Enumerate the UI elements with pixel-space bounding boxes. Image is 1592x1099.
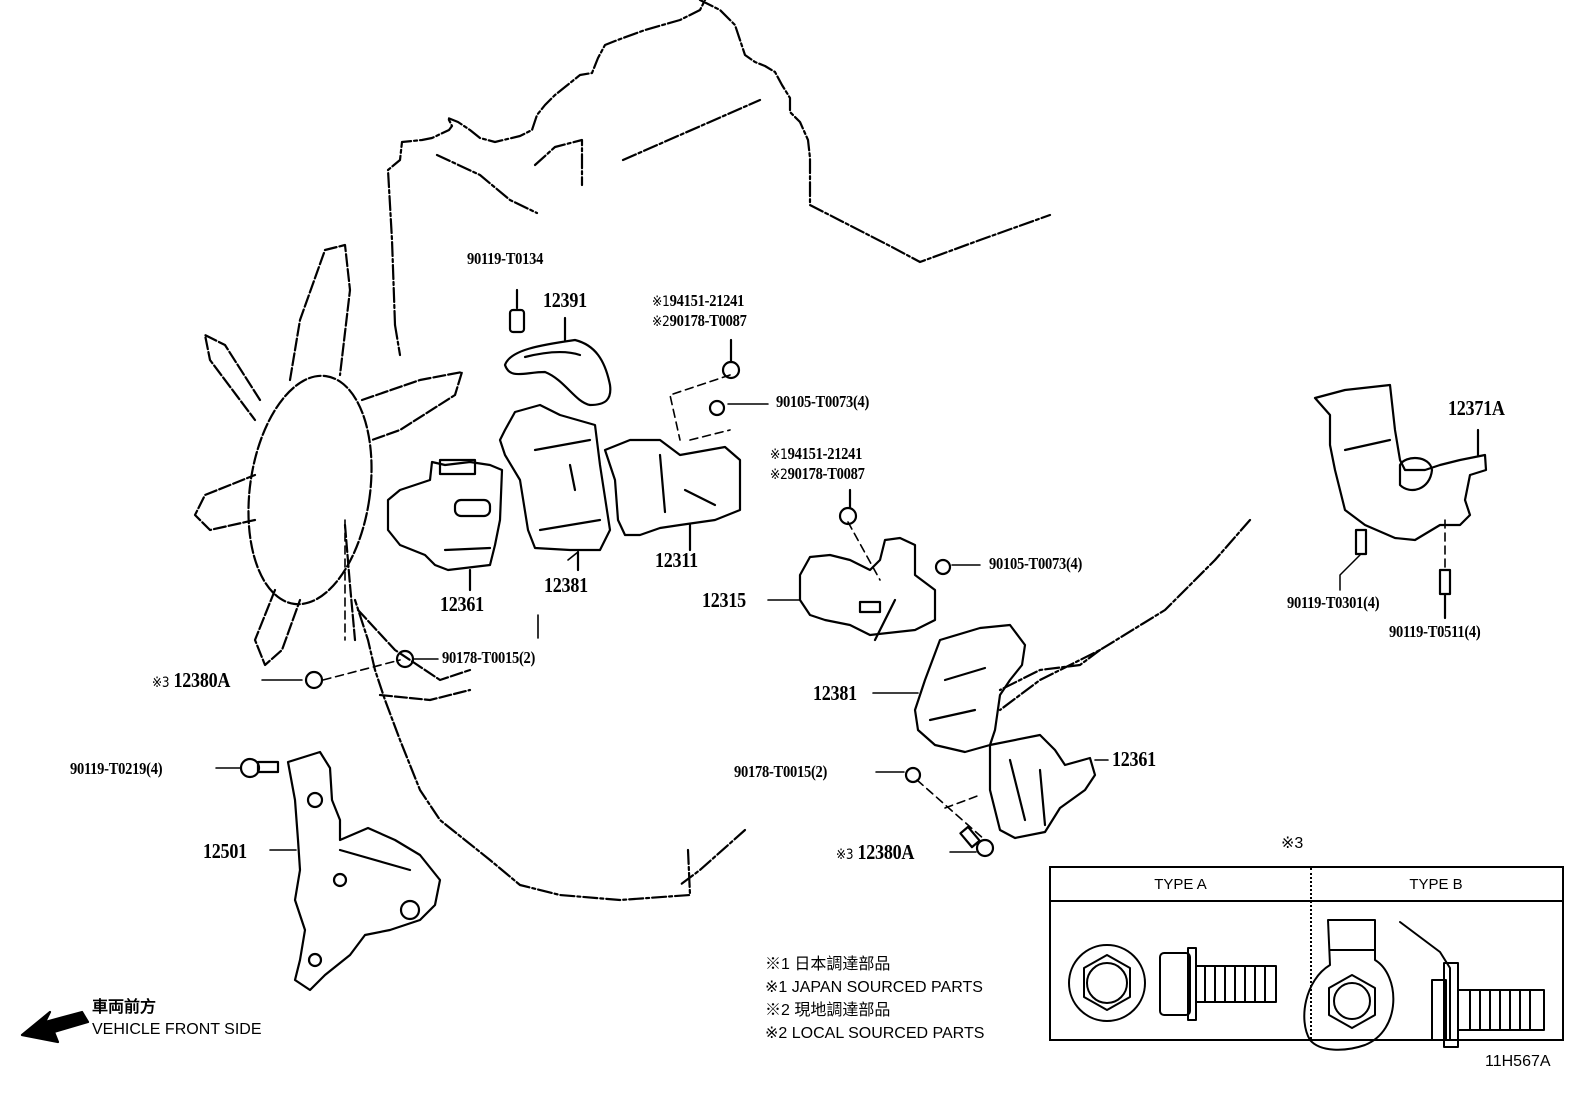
bolt-icon [1438, 568, 1452, 620]
label-12380A-right[interactable]: ※3 12380A [836, 842, 914, 863]
note-mark: ※1 [770, 447, 788, 463]
label-90178-T0015-left[interactable]: 90178-T0015(2) [442, 648, 536, 667]
label-12311[interactable]: 12311 [655, 548, 698, 572]
bolt-icon [508, 288, 526, 334]
part-number: 12380A [857, 840, 915, 864]
type-table-title: ※3 [1281, 835, 1304, 852]
engine-outline [353, 0, 1252, 902]
label-12371A[interactable]: 12371A [1448, 396, 1505, 420]
label-12380A-left[interactable]: ※3 12380A [152, 670, 230, 691]
label-94151-21241-top[interactable]: ※194151-21241 [652, 291, 745, 310]
vehicle-front-jp: 車両前方 [92, 999, 157, 1016]
label-90119-T0134[interactable]: 90119-T0134 [467, 249, 544, 268]
part-12311-shape [603, 438, 742, 552]
part-number: 94151-21241 [669, 291, 745, 310]
part-12381-left-shape [498, 403, 612, 572]
type-b-header: TYPE B [1310, 868, 1562, 902]
part-number: 90178-T0087 [787, 464, 865, 483]
note-mark: ※1 [652, 294, 670, 310]
part-12391-shape [503, 316, 612, 407]
nut-icon [875, 766, 922, 784]
part-number: 90178-T0087 [669, 311, 747, 330]
part-12381-right-shape [913, 623, 1027, 754]
part-12361-left-shape [386, 458, 504, 592]
arrow-left-down-icon [20, 1010, 90, 1044]
nut-icon [721, 338, 741, 380]
bolt-icon [261, 670, 324, 690]
label-90178-T0087-top[interactable]: ※290178-T0087 [652, 311, 747, 330]
fastener-icons [215, 288, 1452, 858]
label-12381-right[interactable]: 12381 [813, 681, 857, 705]
note-mark: ※2 [770, 467, 788, 483]
part-number: 12380A [173, 668, 231, 692]
label-12381-left[interactable]: 12381 [544, 573, 588, 597]
label-90119-T0511[interactable]: 90119-T0511(4) [1389, 622, 1481, 641]
note-mark: ※2 [652, 314, 670, 330]
part-12315-shape [798, 536, 937, 642]
label-12361-right[interactable]: 12361 [1112, 747, 1156, 771]
assembly-lines [322, 374, 1446, 841]
label-90178-T0015-right[interactable]: 90178-T0015(2) [734, 762, 828, 781]
part-12361-right-shape [988, 733, 1097, 840]
bolt-icon [215, 757, 280, 779]
bolt-icon [708, 399, 769, 417]
part-12501-shape [286, 750, 442, 992]
flange-bolt-icon [1068, 944, 1277, 1022]
table-divider [1310, 868, 1312, 1039]
vehicle-front-en: VEHICLE FRONT SIDE [92, 1021, 262, 1038]
note-mark: ※3 [152, 675, 170, 691]
label-12361-left[interactable]: 12361 [440, 592, 484, 616]
bolt-icon [934, 558, 981, 576]
label-90119-T0219[interactable]: 90119-T0219(4) [70, 759, 163, 778]
label-90119-T0301[interactable]: 90119-T0301(4) [1287, 593, 1380, 612]
nut-icon [395, 649, 439, 669]
note-local-jp: ※2 現地調達部品 [765, 1002, 891, 1019]
note-mark: ※3 [836, 847, 854, 863]
label-12391[interactable]: 12391 [543, 288, 587, 312]
note-japan-en: ※1 JAPAN SOURCED PARTS [765, 979, 983, 996]
label-90178-T0087-mid[interactable]: ※290178-T0087 [770, 464, 865, 483]
part-12371A-shape [1313, 383, 1488, 542]
bolt-icon [1339, 528, 1368, 591]
bolt-icon [949, 825, 995, 858]
part-number: 94151-21241 [787, 444, 863, 463]
label-94151-21241-mid[interactable]: ※194151-21241 [770, 444, 863, 463]
nut-icon [838, 488, 858, 526]
label-90105-T0073-top[interactable]: 90105-T0073(4) [776, 392, 870, 411]
note-local-en: ※2 LOCAL SOURCED PARTS [765, 1025, 985, 1042]
cooling-fan [193, 243, 472, 702]
bolt-with-bracket-icon [1303, 919, 1545, 1051]
type-a-header: TYPE A [1051, 868, 1310, 902]
leader-lines [269, 551, 1109, 851]
label-12315[interactable]: 12315 [702, 588, 746, 612]
label-12501[interactable]: 12501 [203, 839, 247, 863]
diagram-code: 11H567A [1485, 1053, 1551, 1070]
fastener-type-table: TYPE A TYPE B [1049, 866, 1564, 1041]
label-90105-T0073-mid[interactable]: 90105-T0073(4) [989, 554, 1083, 573]
note-japan-jp: ※1 日本調達部品 [765, 956, 891, 973]
